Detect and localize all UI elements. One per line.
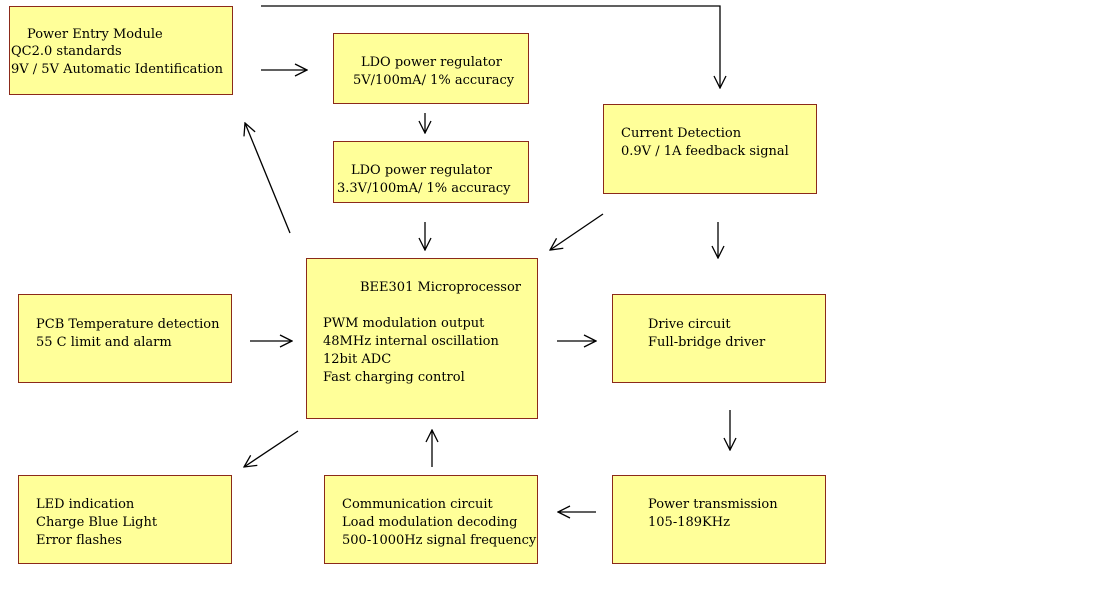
power-transmission-box: Power transmission 105-189KHz: [612, 475, 826, 564]
power-entry-identification: 9V / 5V Automatic Identification: [11, 62, 223, 77]
microprocessor-feature-pwm: PWM modulation output: [323, 316, 485, 331]
power-entry-details: QC2.0 standards 9V / 5V Automatic Identi…: [11, 43, 223, 79]
drive-circuit-spec: Full-bridge driver: [648, 335, 766, 350]
communication-circuit-frequency: 500-1000Hz signal frequency: [342, 533, 537, 548]
pcb-temperature-title: PCB Temperature detection: [36, 317, 220, 332]
power-entry-standard: QC2.0 standards: [11, 44, 122, 59]
ldo-5v-title: LDO power regulator: [361, 55, 502, 70]
microprocessor-feature-adc: 12bit ADC: [323, 352, 392, 367]
power-entry-title: Power Entry Module: [27, 27, 163, 42]
pcb-temperature-box: PCB Temperature detection 55 C limit and…: [18, 294, 232, 383]
communication-circuit-decoding: Load modulation decoding: [342, 515, 518, 530]
drive-circuit-title: Drive circuit: [648, 317, 731, 332]
ldo-3v3-spec: 3.3V/100mA/ 1% accuracy: [337, 181, 511, 196]
ldo-3v3-box: LDO power regulator 3.3V/100mA/ 1% accur…: [333, 141, 529, 203]
power-transmission-title: Power transmission: [648, 497, 778, 512]
ldo-3v3-title: LDO power regulator: [351, 163, 492, 178]
led-indication-error: Error flashes: [36, 533, 122, 548]
ldo-5v-box: LDO power regulator 5V/100mA/ 1% accurac…: [333, 33, 529, 104]
arrow-current-detection-to-microprocessor: [550, 213, 604, 250]
led-indication-box: LED indication Charge Blue Light Error f…: [18, 475, 232, 564]
microprocessor-feature-fast-charging: Fast charging control: [323, 370, 465, 385]
led-indication-charge: Charge Blue Light: [36, 515, 158, 530]
pcb-temperature-limit: 55 C limit and alarm: [36, 335, 172, 350]
communication-circuit-box: Communication circuit Load modulation de…: [324, 475, 538, 564]
drive-circuit-box: Drive circuit Full-bridge driver: [612, 294, 826, 383]
microprocessor-box: BEE301 Microprocessor PWM modulation out…: [306, 258, 538, 419]
communication-circuit-title: Communication circuit: [342, 497, 493, 512]
microprocessor-title: BEE301 Microprocessor: [360, 280, 521, 295]
current-detection-spec: 0.9V / 1A feedback signal: [621, 144, 789, 159]
led-indication-title: LED indication: [36, 497, 135, 512]
arrow-microprocessor-to-led: [244, 430, 299, 467]
current-detection-title: Current Detection: [621, 126, 742, 141]
arrow-microprocessor-to-power-entry: [245, 123, 291, 234]
microprocessor-feature-oscillation: 48MHz internal oscillation: [323, 334, 499, 349]
ldo-5v-spec: 5V/100mA/ 1% accuracy: [353, 73, 515, 88]
power-entry-module-box: Power Entry Module: [9, 6, 233, 95]
current-detection-box: Current Detection 0.9V / 1A feedback sig…: [603, 104, 817, 194]
power-transmission-frequency: 105-189KHz: [648, 515, 730, 530]
